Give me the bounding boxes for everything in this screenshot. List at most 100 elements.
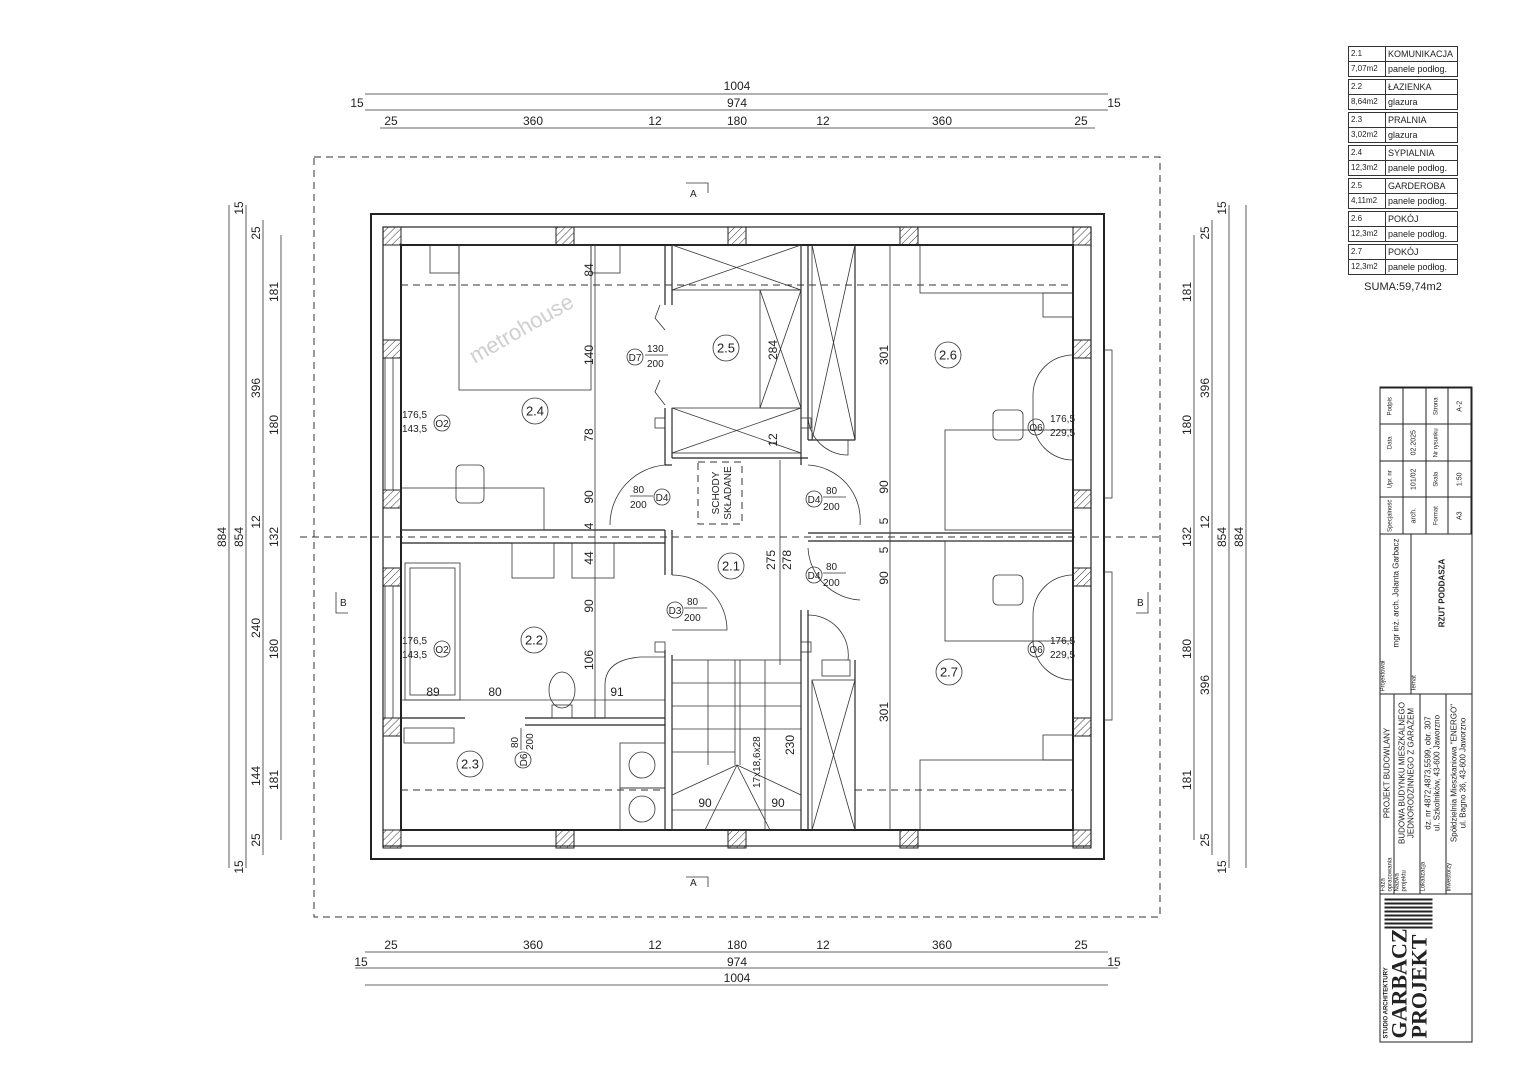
svg-text:200: 200: [684, 613, 701, 624]
wardrobe-units: [654, 244, 856, 831]
legend-room-no: 2.1: [1349, 47, 1386, 61]
svg-text:25: 25: [1074, 938, 1088, 952]
svg-text:1004: 1004: [724, 79, 751, 93]
svg-text:176,5: 176,5: [402, 410, 427, 421]
investor: Spółdzielnia Mieszkaniowa "ENERGO"ul. Ba…: [1449, 703, 1468, 843]
legend-room-finish: panele podłog.: [1388, 163, 1448, 173]
door-swings: [384, 304, 1113, 721]
svg-text:360: 360: [932, 938, 952, 952]
svg-text:181: 181: [267, 770, 281, 790]
legend-room-no: 2.3: [1349, 113, 1386, 127]
svg-text:180: 180: [267, 639, 281, 659]
svg-text:25: 25: [384, 114, 398, 128]
staircase[interactable]: [671, 461, 802, 831]
legend-room-area: 12,3m2: [1349, 260, 1386, 274]
svg-text:130: 130: [647, 344, 664, 355]
legend-room-no: 2.5: [1349, 179, 1386, 193]
legend-room-no: 2.6: [1349, 212, 1386, 226]
legend-room-name: ŁAZIENKA: [1388, 82, 1432, 92]
table-header: Strona: [1426, 387, 1449, 424]
svg-text:200: 200: [823, 578, 840, 589]
svg-text:D6: D6: [519, 753, 530, 766]
svg-text:884: 884: [215, 527, 229, 547]
svg-text:200: 200: [823, 502, 840, 513]
room-2-5-label: 2.5: [717, 341, 735, 356]
svg-text:15: 15: [350, 96, 364, 110]
table-header: Skala: [1426, 460, 1449, 497]
table-cell: [1403, 387, 1426, 424]
svg-text:360: 360: [523, 938, 543, 952]
legend-room-no: 2.2: [1349, 80, 1386, 94]
table-header: Data: [1380, 424, 1404, 461]
table-cell: A3: [1448, 497, 1472, 534]
svg-text:15: 15: [1215, 860, 1229, 874]
table-cell: 02.2025: [1403, 424, 1426, 461]
svg-text:360: 360: [523, 114, 543, 128]
interior-dimensions: 84 140 78 90 4 44 90 106 284 12 275 278 …: [401, 245, 891, 830]
wall-columns: [382, 226, 1092, 849]
svg-text:974: 974: [727, 955, 747, 969]
svg-text:78: 78: [582, 428, 596, 442]
legend-room-finish: panele podłog.: [1388, 262, 1448, 272]
legend-room-area: 3,02m2: [1349, 128, 1386, 142]
svg-text:200: 200: [647, 359, 664, 370]
table-cell: 101/02: [1403, 460, 1426, 497]
svg-text:180: 180: [1180, 639, 1194, 659]
svg-text:SKŁADANE: SKŁADANE: [723, 466, 734, 520]
svg-text:200: 200: [630, 500, 647, 511]
stairs-spec: 17x18,6x28: [752, 736, 763, 788]
table-header: Format: [1426, 497, 1449, 534]
svg-text:275: 275: [764, 550, 778, 570]
svg-text:240: 240: [249, 618, 263, 638]
legend-room-name: POKÓJ: [1388, 214, 1419, 224]
legend-room-name: POKÓJ: [1388, 247, 1419, 257]
table-header: Podpis: [1380, 387, 1404, 424]
legend-room-name: PRALNIA: [1388, 115, 1427, 125]
svg-text:25: 25: [249, 226, 263, 240]
svg-text:181: 181: [1180, 282, 1194, 302]
svg-text:15: 15: [232, 201, 246, 215]
legend-room-name: KOMUNIKACJA: [1388, 49, 1454, 59]
svg-text:90: 90: [877, 480, 891, 494]
svg-text:15: 15: [1215, 201, 1229, 215]
svg-text:5: 5: [877, 546, 891, 553]
legend-room-name: SYPIALNIA: [1388, 148, 1435, 158]
svg-text:25: 25: [1074, 114, 1088, 128]
svg-text:15: 15: [354, 955, 368, 969]
svg-text:B: B: [340, 598, 347, 609]
dimension-right: [1193, 205, 1247, 868]
legend-total: SUMA:59,74m2: [1364, 281, 1442, 293]
svg-text:80: 80: [488, 685, 502, 699]
phase-label: Faza opracowania: [1380, 857, 1394, 892]
svg-text:854: 854: [1215, 527, 1229, 547]
legend-room-area: 12,3m2: [1349, 227, 1386, 241]
svg-text:396: 396: [1198, 378, 1212, 398]
svg-text:301: 301: [877, 702, 891, 722]
svg-text:181: 181: [267, 282, 281, 302]
svg-text:5: 5: [877, 517, 891, 524]
legend-room-finish: panele podłog.: [1388, 229, 1448, 239]
room-2-7-label: 2.7: [940, 665, 958, 680]
svg-text:143,5: 143,5: [402, 650, 427, 661]
svg-text:301: 301: [877, 345, 891, 365]
table-cell: A-2: [1448, 387, 1472, 424]
svg-text:144: 144: [249, 766, 263, 786]
svg-text:143,5: 143,5: [402, 424, 427, 435]
svg-text:80: 80: [826, 486, 838, 497]
svg-text:90: 90: [771, 796, 785, 810]
svg-text:D3: D3: [669, 606, 682, 617]
svg-text:1004: 1004: [724, 971, 751, 985]
svg-text:4: 4: [582, 522, 596, 529]
svg-text:176,5: 176,5: [402, 636, 427, 647]
svg-text:181: 181: [1180, 770, 1194, 790]
section-markers: A A B B: [335, 182, 1149, 889]
svg-text:180: 180: [727, 114, 747, 128]
svg-text:15: 15: [232, 860, 246, 874]
